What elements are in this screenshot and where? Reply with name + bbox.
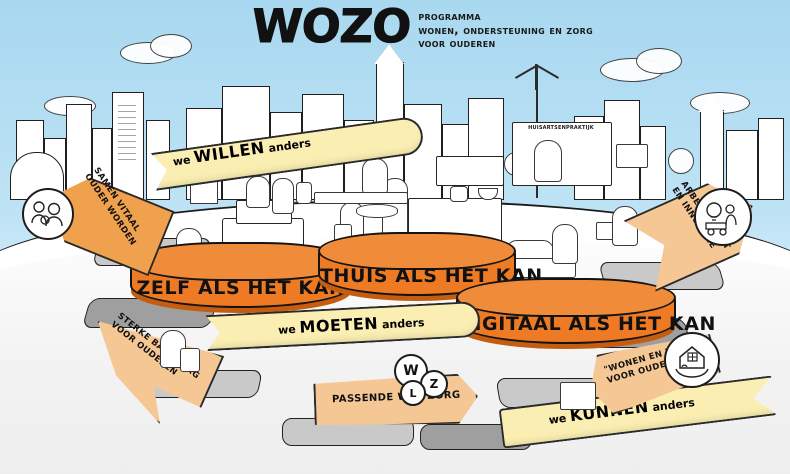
ribbon-kunnen-prefix: we — [547, 411, 571, 427]
platform-digitaal[interactable]: DIGITAAL ALS HET KAN — [456, 278, 717, 344]
gp-screen-label-text: HUISARTSENPRAKTIJK — [528, 125, 594, 131]
program-subtitle: Programma Wonen, Ondersteuning en Zorg v… — [418, 9, 593, 51]
gear-l-icon: L — [400, 380, 426, 406]
scene-digitaal-gp-person — [534, 140, 562, 182]
cloud-icon — [636, 48, 682, 74]
church-roof-icon — [374, 44, 404, 64]
house-in-hand-icon[interactable] — [664, 332, 720, 388]
platform-zelf[interactable]: ZELF ALS HET KAN — [130, 242, 352, 308]
lightbulb-cart-icon-svg — [705, 202, 737, 236]
gears-wlz-icon[interactable]: W Z L — [392, 352, 450, 408]
scene-thuis-upper-cabinet — [436, 156, 504, 186]
platform-digitaal-surface — [456, 278, 676, 317]
skyline-window-grid — [118, 100, 136, 160]
cloud-icon — [150, 34, 192, 58]
platform-thuis-label: THUIS ALS HET KAN — [320, 265, 543, 287]
gear-z-icon: Z — [420, 370, 448, 398]
gear-l-letter: L — [409, 386, 417, 400]
gear-z-letter: Z — [429, 377, 439, 391]
scene-zelf-person-standing — [272, 178, 294, 214]
subtitle-line-2: Wonen, Ondersteuning en Zorg — [418, 22, 593, 37]
family-group-icon[interactable] — [22, 188, 74, 240]
scene-digitaal-gp-screen — [512, 122, 612, 186]
subtitle-line-1: Programma — [418, 9, 481, 23]
scene-digitaal-caregiver — [552, 224, 578, 264]
gp-screen-label: HUISARTSENPRAKTIJK — [516, 125, 606, 131]
house-in-hand-icon-svg — [675, 346, 709, 378]
scene-zelf-broom-icon — [296, 182, 312, 204]
page-title: WOZO Programma Wonen, Ondersteuning en Z… — [250, 0, 672, 60]
family-group-icon-svg — [31, 201, 63, 227]
ribbon-moeten-suffix: anders — [377, 316, 425, 332]
skyline-building — [758, 118, 784, 200]
wind-turbine-blade-icon — [535, 64, 560, 79]
foreground-walker-icon — [180, 348, 200, 372]
platform-thuis[interactable]: THUIS ALS HET KAN — [318, 232, 543, 296]
ribbon-willen-prefix: we — [172, 152, 196, 169]
church-roof-right-icon — [698, 94, 724, 112]
scene-thuis-teapot-icon — [450, 186, 468, 202]
subtitle-line-3: voor Ouderen — [418, 36, 496, 50]
lightbulb-cart-icon[interactable] — [694, 188, 752, 246]
platform-zelf-label: ZELF ALS HET KAN — [136, 277, 346, 299]
scene-thuis-counter-top — [314, 192, 408, 204]
scene-digitaal-monitor-icon — [616, 144, 648, 168]
tree-icon — [668, 148, 694, 174]
platform-thuis-surface — [318, 232, 516, 270]
foreground-box — [560, 382, 596, 410]
ribbon-moeten-prefix: we — [277, 322, 300, 337]
wind-turbine-blade-icon — [535, 64, 537, 90]
platform-digitaal-label: DIGITAAL ALS HET KAN — [458, 313, 717, 335]
wozo-logo: WOZO — [250, 0, 412, 54]
scene-thuis-person-background — [362, 158, 388, 194]
scene-thuis-round-table — [356, 204, 398, 218]
scene-zelf-person-seated — [246, 176, 270, 208]
gear-w-letter: W — [403, 363, 419, 379]
